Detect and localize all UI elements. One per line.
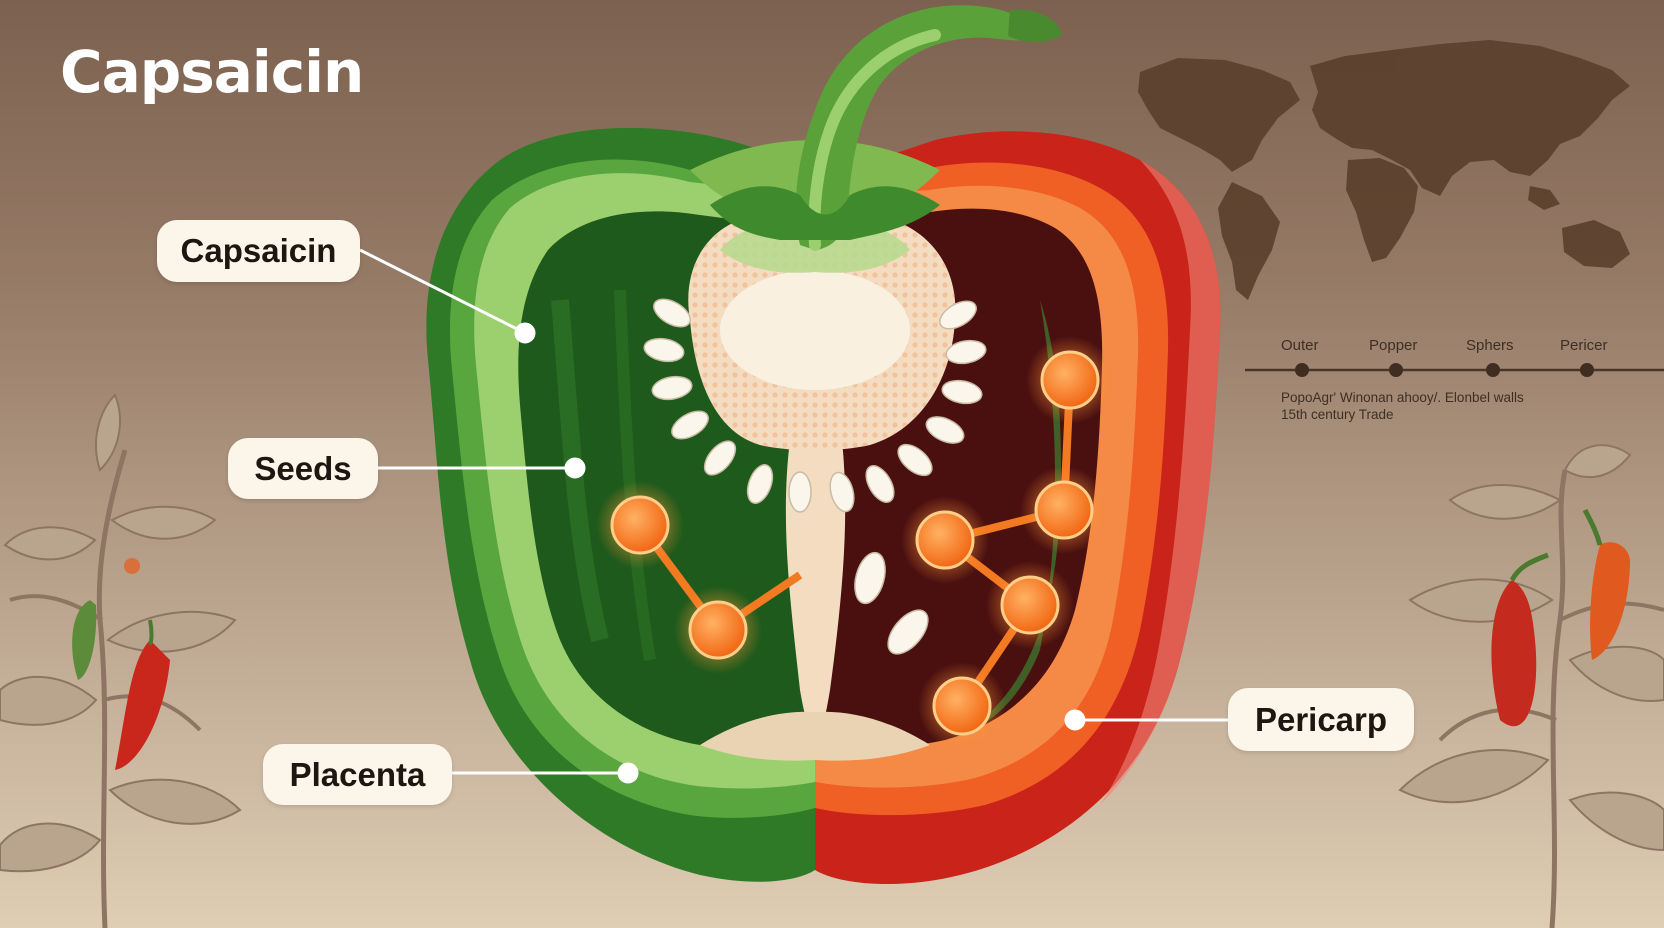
world-map-icon: [1138, 40, 1630, 300]
capsaicin-dot: [514, 322, 536, 344]
atom: [915, 510, 975, 570]
chili-plant-icon: [1398, 444, 1664, 928]
timeline-label-popper: Popper: [1369, 337, 1418, 354]
label-placenta: Placenta: [263, 744, 452, 805]
label-pericarp: Pericarp: [1228, 688, 1414, 751]
atom: [1000, 575, 1060, 635]
chili-plant-icon: [0, 393, 242, 928]
timeline-dot: [1486, 363, 1500, 377]
seeds-cluster: [643, 298, 987, 655]
atom: [1034, 480, 1094, 540]
timeline-note-line1: PopoAgr' Winonan ahooy/. Elonbel walls: [1281, 390, 1524, 405]
timeline-note-line2: 15th century Trade: [1281, 407, 1394, 422]
atom: [932, 676, 992, 736]
page-title: Capsaicin: [60, 38, 364, 106]
timeline: [1245, 363, 1664, 377]
timeline-dot: [1295, 363, 1309, 377]
label-seeds: Seeds: [228, 438, 378, 499]
timeline-note: PopoAgr' Winonan ahooy/. Elonbel walls 1…: [1281, 389, 1524, 423]
timeline-dot: [1580, 363, 1594, 377]
timeline-label-sphers: Sphers: [1466, 337, 1514, 354]
timeline-label-pericer: Pericer: [1560, 337, 1608, 354]
capsaicin-leader: [359, 248, 526, 335]
timeline-label-outer: Outer: [1281, 337, 1319, 354]
pericarp-dot: [1064, 709, 1086, 731]
molecule-left: [596, 481, 803, 674]
callout-lines: [359, 248, 1228, 784]
molecule-right: [901, 336, 1114, 750]
timeline-dot: [1389, 363, 1403, 377]
placenta-dot: [617, 762, 639, 784]
seeds-dot: [564, 457, 586, 479]
label-capsaicin: Capsaicin: [157, 220, 360, 282]
atom: [688, 600, 748, 660]
atom: [1040, 350, 1100, 410]
atom: [610, 495, 670, 555]
